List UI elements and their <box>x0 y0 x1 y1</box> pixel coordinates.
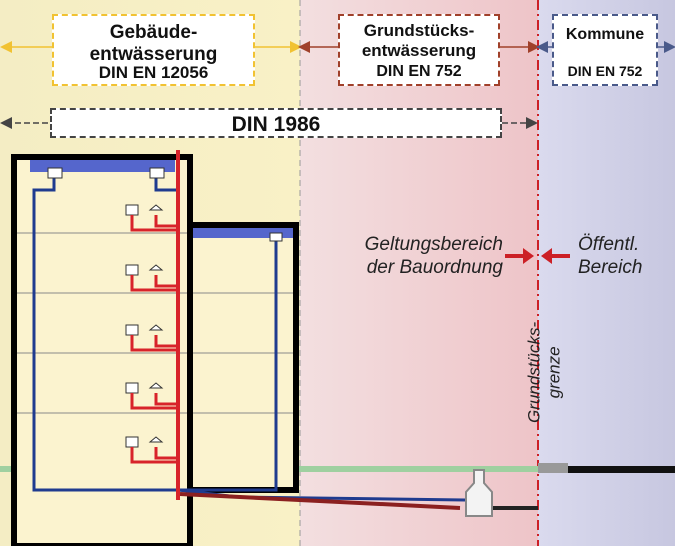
fixture-set <box>125 204 178 232</box>
fixture-set <box>125 264 178 292</box>
zone-norm-gebaeude: DIN EN 12056 <box>98 63 209 82</box>
zone-kommune <box>538 0 675 546</box>
fixture-set <box>125 382 178 410</box>
roof-drain-icon <box>269 232 283 242</box>
fixture-set <box>125 324 178 352</box>
zone-norm-kommune: DIN EN 752 <box>567 63 643 79</box>
roof-gutter <box>30 160 175 172</box>
annex-roof <box>193 228 293 238</box>
public-sewer <box>538 466 675 473</box>
geltungsbereich-label: Geltungsbereich der Bauordnung <box>364 234 503 278</box>
zone-title-grundstueck: Grundstücks- entwässerung <box>361 21 477 60</box>
fixture-set <box>125 436 178 464</box>
arrow-right-icon <box>505 248 534 264</box>
zone-title-kommune: Kommune <box>565 26 645 43</box>
zone-box-grundstueck: Grundstücks- entwässerung DIN EN 752 <box>338 14 500 86</box>
zone-norm-grundstueck: DIN EN 752 <box>376 63 462 80</box>
oeffentlich-label: Öffentl. Bereich <box>578 234 643 278</box>
arrow-left-icon <box>541 248 570 264</box>
annex-building <box>187 222 299 493</box>
din1986-label: DIN 1986 <box>231 113 321 136</box>
roof-drain-icon <box>47 167 63 179</box>
zone-grundstueck <box>300 0 538 546</box>
din1986-box: DIN 1986 <box>50 108 502 138</box>
rainwater-pipes <box>32 178 278 492</box>
sewer-connection <box>538 463 568 473</box>
inspection-chamber <box>465 469 493 517</box>
roof-drain-icon <box>149 167 165 179</box>
fixtures-group <box>125 204 178 464</box>
zone-box-kommune: Kommune DIN EN 752 <box>552 14 658 86</box>
floor-lines <box>17 232 187 414</box>
sewer-pipe <box>179 492 461 510</box>
grundstuecksgrenze-label: Grundstücks- grenze <box>524 321 564 423</box>
zone-box-gebaeude: Gebäude- entwässerung DIN EN 12056 <box>52 14 255 86</box>
zone-title-gebaeude: Gebäude- entwässerung <box>89 22 218 65</box>
